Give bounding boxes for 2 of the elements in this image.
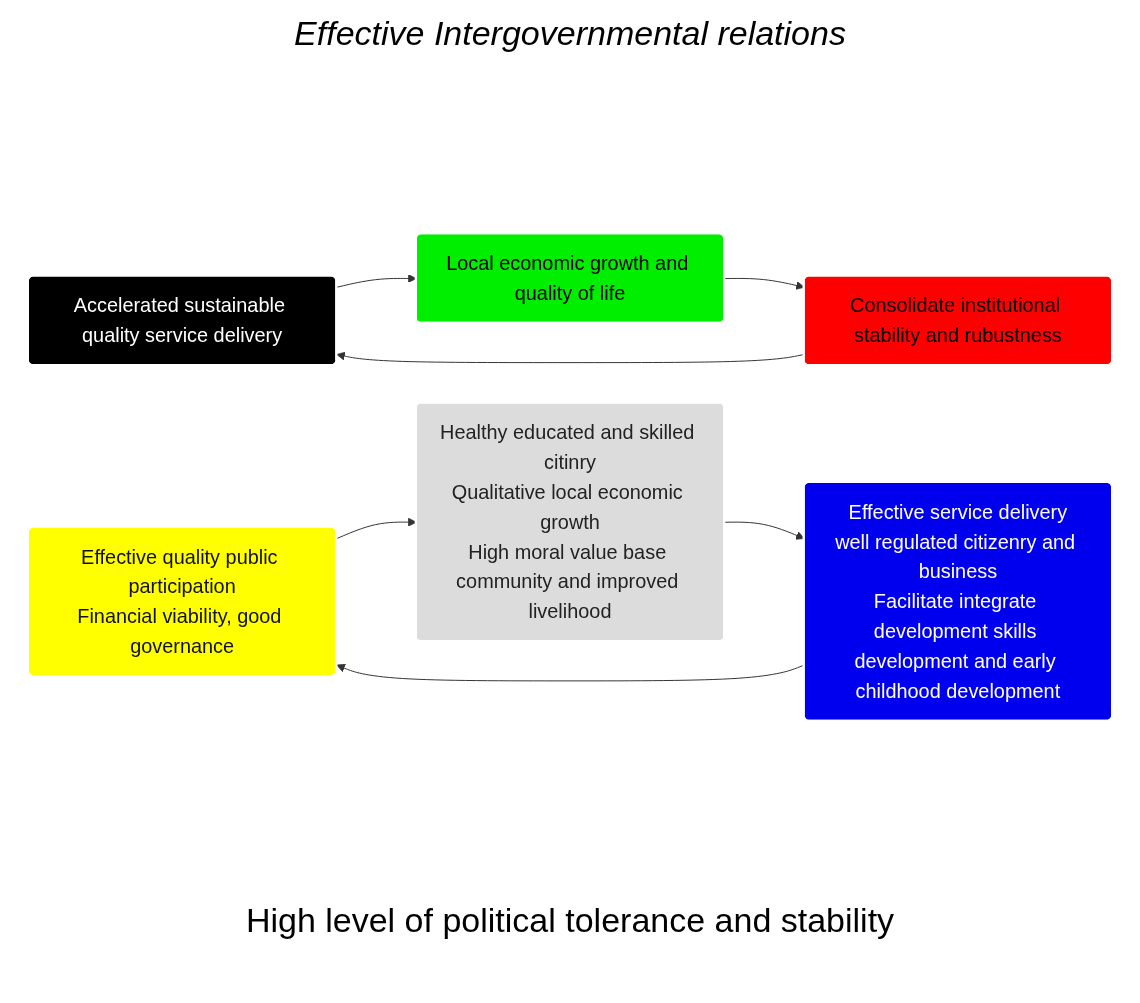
label-text: High level of political tolerance and stability (245, 901, 895, 940)
label-text: Effective Intergovernmental relations (294, 14, 846, 53)
